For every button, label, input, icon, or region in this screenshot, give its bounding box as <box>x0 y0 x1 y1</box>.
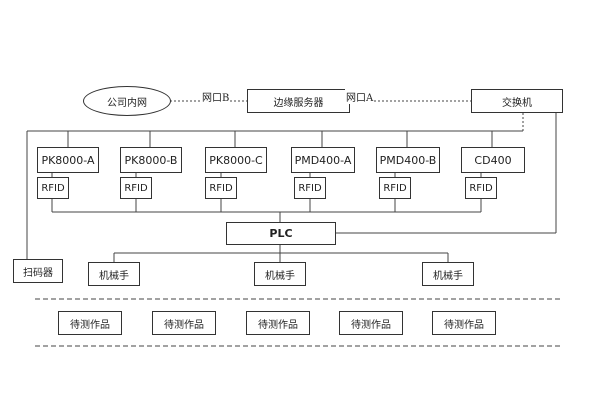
workpiece: 待测作品 <box>339 311 403 335</box>
scanner: 扫码器 <box>13 259 63 283</box>
switch: 交换机 <box>471 89 563 113</box>
device-pk8000-b: PK8000-B <box>120 147 182 173</box>
device-pk8000-c: PK8000-C <box>205 147 267 173</box>
rfid-reader: RFID <box>37 177 69 199</box>
edge-server: 边缘服务器 <box>247 89 350 113</box>
robot-arm: 机械手 <box>422 262 474 286</box>
company-intranet: 公司内网 <box>83 86 171 116</box>
rfid-reader: RFID <box>465 177 497 199</box>
rfid-reader: RFID <box>120 177 152 199</box>
device-pmd400-b: PMD400-B <box>376 147 440 173</box>
workpiece: 待测作品 <box>58 311 122 335</box>
rfid-reader: RFID <box>379 177 411 199</box>
rfid-reader: RFID <box>205 177 237 199</box>
robot-arm: 机械手 <box>254 262 306 286</box>
plc: PLC <box>226 222 336 245</box>
device-cd400: CD400 <box>461 147 525 173</box>
rfid-reader: RFID <box>294 177 326 199</box>
port-b-label: 网口B <box>201 89 231 104</box>
device-pk8000-a: PK8000-A <box>37 147 99 173</box>
workpiece: 待测作品 <box>432 311 496 335</box>
port-a-label: 网口A <box>345 89 375 104</box>
device-pmd400-a: PMD400-A <box>291 147 355 173</box>
workpiece: 待测作品 <box>246 311 310 335</box>
robot-arm: 机械手 <box>88 262 140 286</box>
workpiece: 待测作品 <box>152 311 216 335</box>
